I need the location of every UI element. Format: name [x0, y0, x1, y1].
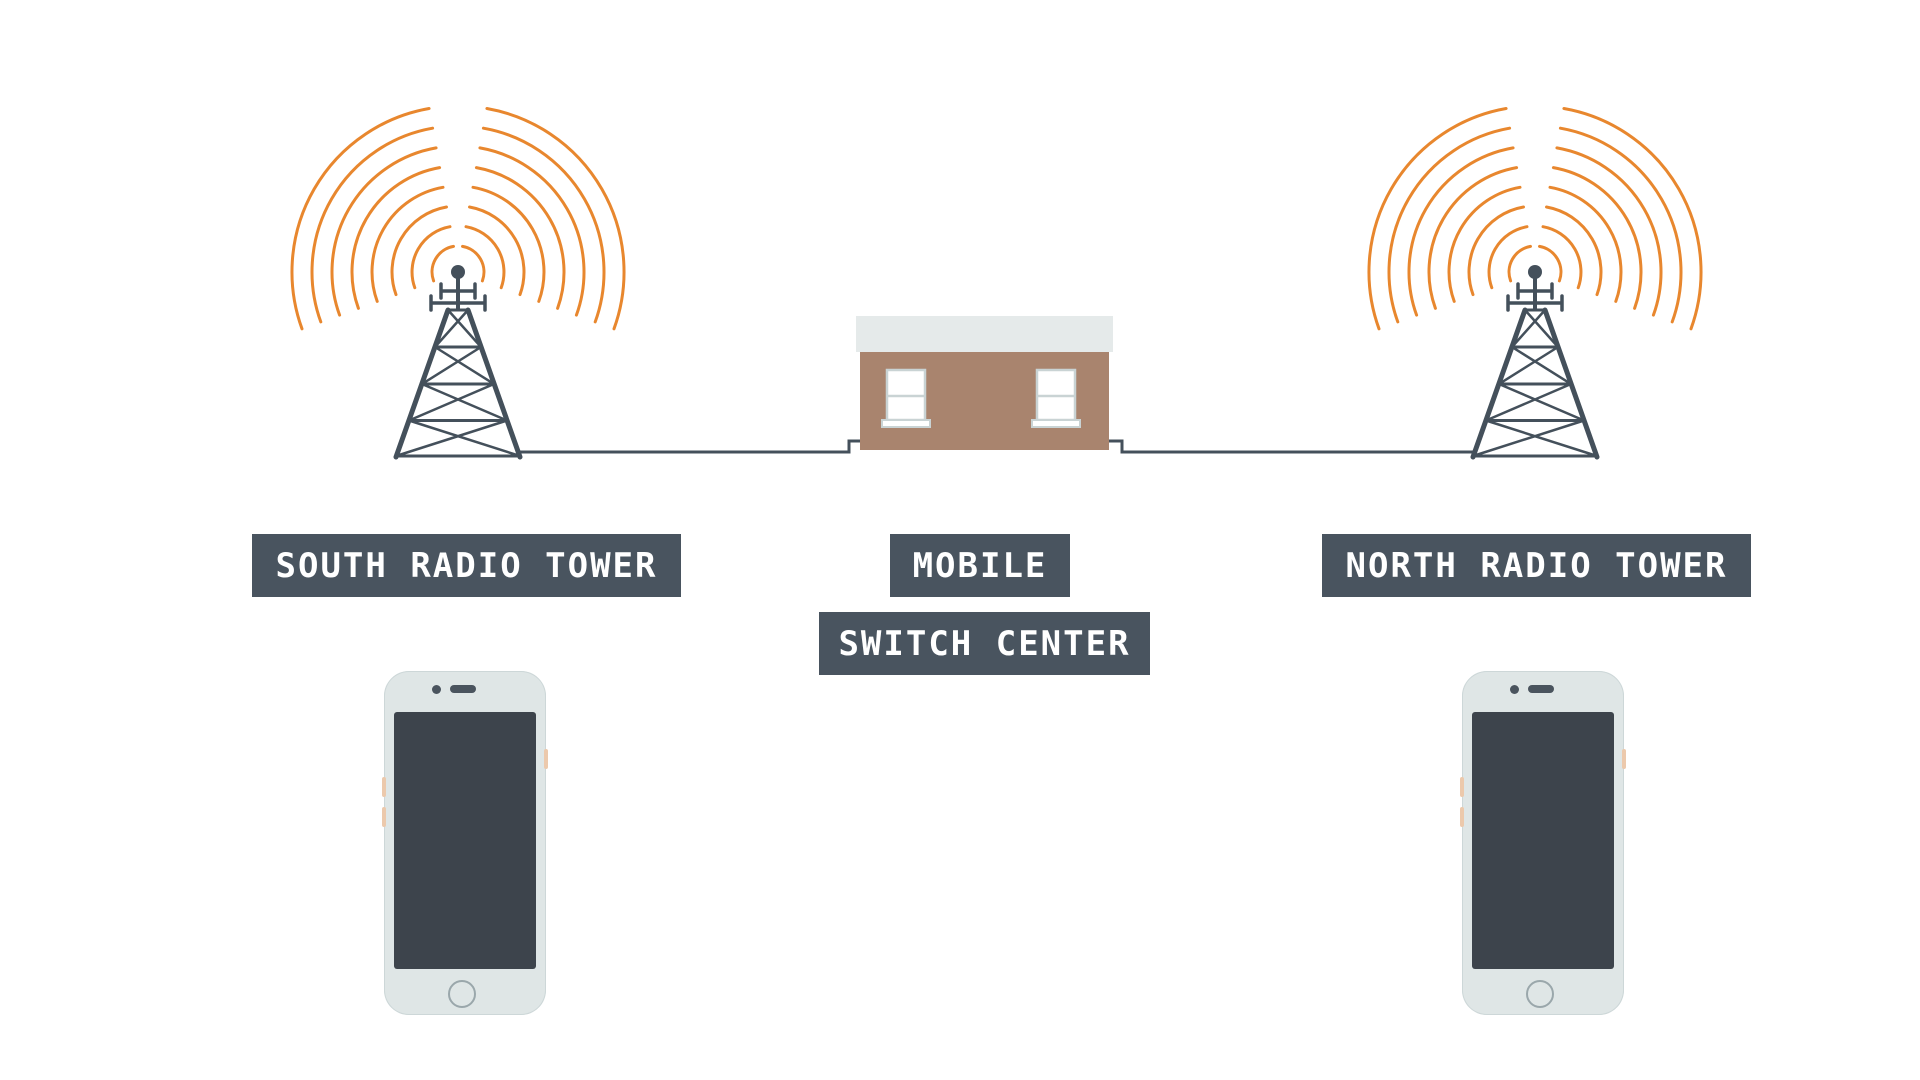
building-roof: [856, 316, 1113, 352]
radio-tower-icon: [1473, 265, 1597, 457]
phone-speaker-icon: [450, 685, 476, 693]
north-radio-tower: [1367, 107, 1703, 458]
switch-center-building: [856, 316, 1113, 450]
phone-screen: [1472, 712, 1614, 969]
phone-power-button-icon: [1622, 749, 1626, 769]
phone-camera-icon: [432, 685, 441, 694]
phone-home-button-icon: [448, 980, 476, 1008]
south-radio-tower: [290, 107, 626, 458]
label-mobile: MOBILE: [890, 534, 1070, 597]
south-mobile-phone: [382, 671, 548, 1015]
phone-volume-up-button-icon: [1460, 777, 1464, 797]
phone-power-button-icon: [544, 749, 548, 769]
link-south-tower-to-msc: [520, 439, 860, 454]
link-msc-to-north-tower: [1109, 439, 1473, 454]
label-south-radio-tower: SOUTH RADIO TOWER: [252, 534, 681, 597]
phone-volume-up-button-icon: [382, 777, 386, 797]
north-mobile-phone: [1460, 671, 1626, 1015]
building-window-left: [881, 368, 931, 428]
phone-volume-down-button-icon: [382, 807, 386, 827]
radio-tower-icon: [396, 265, 520, 457]
label-north-radio-tower: NORTH RADIO TOWER: [1322, 534, 1751, 597]
phone-volume-down-button-icon: [1460, 807, 1464, 827]
label-switch-center: SWITCH CENTER: [819, 612, 1150, 675]
phone-camera-icon: [1510, 685, 1519, 694]
phone-speaker-icon: [1528, 685, 1554, 693]
building-window-right: [1031, 368, 1081, 428]
phone-home-button-icon: [1526, 980, 1554, 1008]
phone-screen: [394, 712, 536, 969]
